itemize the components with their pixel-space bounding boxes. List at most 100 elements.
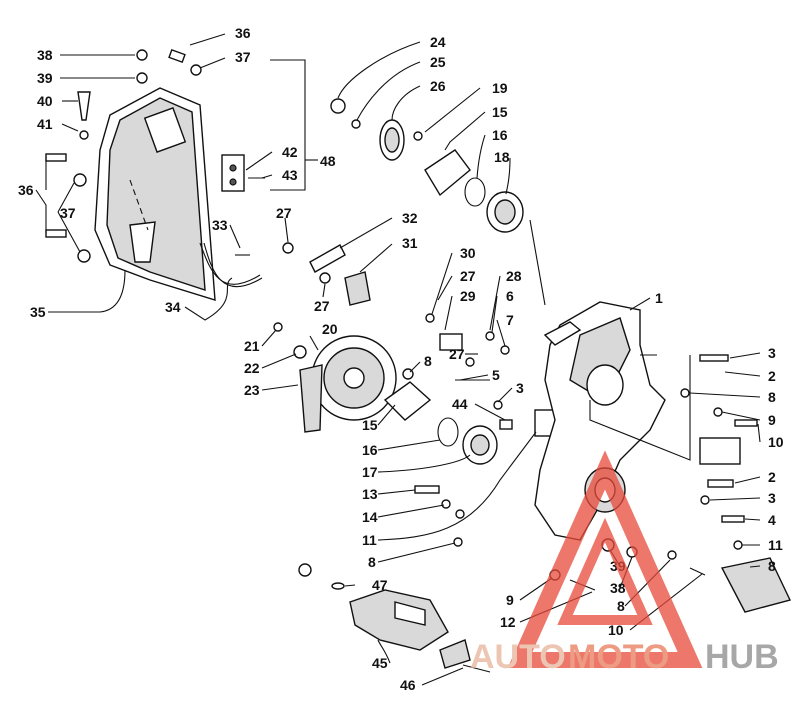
callout-label: 13 [362,486,378,502]
callout-label: 23 [244,382,260,398]
callout-label: 1 [655,290,663,306]
lower-left-hardware [298,485,465,590]
watermark-text-moto: MOTO [568,638,669,676]
callout-label: 40 [37,93,53,109]
callout-label: 7 [506,312,514,328]
upper-sprocket [379,119,405,161]
watermark-logo: AUTO MOTO HUB [470,450,779,676]
bolt-head [413,131,423,141]
callout-label: 35 [30,304,46,320]
plate-hole [229,178,237,186]
callout-label: 34 [165,299,181,315]
watermark-triangle [507,450,703,668]
callout-label: 3 [516,380,524,396]
callout-label: 12 [500,614,516,630]
callout-label: 3 [768,490,776,506]
leader-lines [35,33,761,686]
callout-label: 19 [492,80,508,96]
small-hardware [425,313,558,437]
bearing-flange [424,149,471,197]
lower-sprocket [311,335,397,421]
callout-label: 4 [768,512,776,528]
callout-label: 38 [37,47,53,63]
spring [309,244,346,273]
callout-label: 42 [282,144,298,160]
callout-label: 2 [768,368,776,384]
callout-label: 27 [276,205,292,221]
tensioner-block [344,271,371,306]
chain-case-cover [94,87,216,301]
snap-ring-lower [437,417,459,447]
callout-label: 15 [362,417,378,433]
callout-label: 36 [235,25,251,41]
strap-edge [203,242,263,288]
washer [282,242,294,254]
callout-label: 3 [768,345,776,361]
callout-label: 6 [506,288,514,304]
watermark-inner-triangle [557,517,653,625]
callout-labels: 36 37 38 39 40 41 36 37 35 42 43 48 24 2… [18,25,784,693]
callout-label: 38 [610,580,626,596]
watermark-text-auto: AUTO [470,638,566,676]
callout-label: 48 [320,153,336,169]
callout-label: 10 [768,434,784,450]
callout-label: 41 [37,116,53,132]
callout-label: 11 [362,532,377,548]
callout-label: 20 [322,321,338,337]
upper-bearing [486,191,524,233]
callout-label: 8 [424,353,432,369]
callout-label: 8 [768,558,776,574]
lower-guard [349,589,449,651]
callout-label: 17 [362,464,378,480]
callout-label: 22 [244,360,260,376]
callout-label: 37 [235,49,251,65]
callout-label: 27 [460,268,476,284]
callout-label: 28 [506,268,522,284]
callout-label: 43 [282,167,298,183]
callout-label: 16 [362,442,378,458]
bolt [462,664,491,673]
callout-label: 31 [402,235,418,251]
callout-label: 45 [372,655,388,671]
washer [319,272,331,284]
callout-label: 25 [430,54,446,70]
callout-label: 11 [768,537,783,553]
plate-hole [229,164,237,172]
callout-label: 26 [430,78,446,94]
lower-bearing [462,425,498,465]
bearing-flange-lower [383,381,432,421]
watermark-text-hub: HUB [705,638,779,676]
callout-label: 29 [460,288,476,304]
callout-label: 16 [492,127,508,143]
callout-label: 32 [402,210,418,226]
callout-label: 8 [368,554,376,570]
callout-label: 8 [768,389,776,405]
callout-label: 18 [494,149,510,165]
callout-label: 46 [400,677,416,693]
bolt-set-left [45,48,202,263]
plate [221,154,245,192]
callout-label: 36 [18,182,34,198]
nut [330,98,346,114]
callout-label: 24 [430,34,446,50]
callout-label: 5 [492,367,500,383]
callout-label: 9 [506,592,514,608]
callout-label: 27 [314,298,330,314]
callout-label: 10 [608,622,624,638]
callout-label: 30 [460,245,476,261]
chain-case-housing [534,301,666,541]
callout-label: 39 [37,70,53,86]
callout-label: 33 [212,217,228,233]
callout-label: 2 [768,469,776,485]
snap-ring [464,177,486,207]
callout-label: 8 [617,598,625,614]
callout-label: 15 [492,104,508,120]
callout-label: 37 [60,205,76,221]
callout-label: 27 [449,346,465,362]
callout-label: 21 [244,338,260,354]
washer [351,119,361,129]
callout-label: 44 [452,396,468,412]
callout-label: 47 [372,577,388,593]
